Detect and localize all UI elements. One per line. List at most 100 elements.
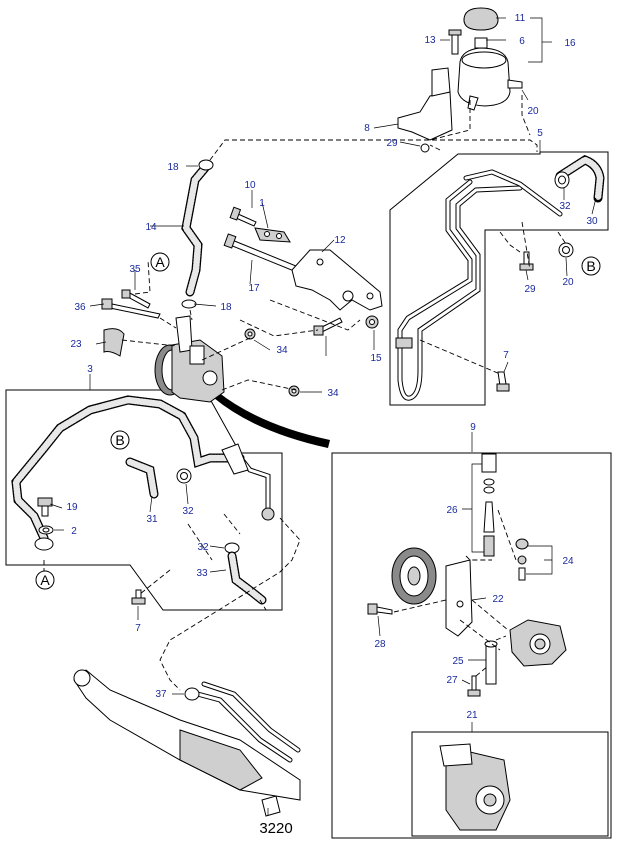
callout-1: 1 xyxy=(259,198,265,209)
callout-7-left: 7 xyxy=(135,623,141,634)
hose-clamp-18-upper xyxy=(198,159,214,171)
callout-17: 17 xyxy=(248,283,260,294)
callout-30: 30 xyxy=(586,216,598,227)
callout-22: 22 xyxy=(492,594,504,605)
hose-clamp-32-upper xyxy=(554,171,570,189)
callout-2: 2 xyxy=(71,526,77,537)
callout-15: 15 xyxy=(370,353,382,364)
bolt-36 xyxy=(101,298,161,319)
callout-20-top: 20 xyxy=(527,106,539,117)
section-marker-a-top: A xyxy=(150,252,170,272)
callout-14: 14 xyxy=(145,222,157,233)
bolt-27 xyxy=(467,675,481,697)
bolt-29-right xyxy=(519,251,534,271)
section-letter-a-top: A xyxy=(155,254,165,270)
callout-16: 16 xyxy=(564,38,576,49)
bolt-35 xyxy=(121,289,151,309)
callout-23: 23 xyxy=(70,339,82,350)
callout-20-right: 20 xyxy=(562,277,574,288)
section-letter-b-right: B xyxy=(586,258,595,274)
steering-gear-assembly xyxy=(73,669,301,817)
callout-33: 33 xyxy=(196,568,208,579)
callout-34-upper: 34 xyxy=(276,345,288,356)
nut-34-lower xyxy=(288,385,300,397)
section-letter-a-bottom: A xyxy=(40,572,50,588)
pump-assembly-group-box xyxy=(331,452,612,839)
detail-view-arrow xyxy=(214,392,330,448)
callout-24: 24 xyxy=(562,556,574,567)
bolt-7-left xyxy=(131,589,146,605)
pump-subassembly-box xyxy=(411,731,609,837)
return-tube-assembly xyxy=(395,169,563,401)
callout-12: 12 xyxy=(334,235,346,246)
hose-clamp-37 xyxy=(184,687,200,701)
mounting-bracket-12 xyxy=(291,249,383,311)
gasket-23 xyxy=(103,328,125,357)
callout-3: 3 xyxy=(87,364,93,375)
hose-clamp-20-lower xyxy=(558,242,574,258)
pressure-hose-assembly xyxy=(11,395,275,551)
callout-7-right: 7 xyxy=(503,350,509,361)
flow-control-valve-kit-26 xyxy=(481,453,497,557)
pump-assembly-21 xyxy=(439,743,511,831)
callout-10: 10 xyxy=(244,180,256,191)
reservoir-tank xyxy=(457,7,523,111)
callout-34-lower: 34 xyxy=(327,388,339,399)
callout-5: 5 xyxy=(537,128,543,139)
pump-body-detail xyxy=(509,619,567,667)
suction-hose-14 xyxy=(181,163,210,297)
bolt-7-right xyxy=(496,371,510,392)
return-line-group-box xyxy=(389,151,609,406)
hose-31 xyxy=(125,457,159,499)
callout-31: 31 xyxy=(146,514,158,525)
hose-clamp-32-lower xyxy=(224,542,240,554)
return-hose-30 xyxy=(555,154,605,203)
callout-29-right: 29 xyxy=(524,284,536,295)
callout-36: 36 xyxy=(74,302,86,313)
callout-labels: 11 13 6 16 20 8 5 29 18 10 1 32 30 14 12… xyxy=(66,13,598,721)
callout-32-middle: 32 xyxy=(182,506,194,517)
pressure-hose-group-box xyxy=(5,389,283,611)
pump-bracket-22 xyxy=(445,559,473,637)
hose-clamp-32-middle xyxy=(176,468,192,484)
callout-18-top: 18 xyxy=(167,162,179,173)
callout-19: 19 xyxy=(66,502,78,513)
reservoir-bracket xyxy=(397,67,453,153)
callout-21: 21 xyxy=(466,710,478,721)
callout-29-top: 29 xyxy=(386,138,398,149)
callout-11: 11 xyxy=(515,13,526,24)
hose-clamp-18-lower xyxy=(181,299,197,309)
spacer-bracket-1 xyxy=(254,227,291,243)
callout-8: 8 xyxy=(364,123,370,134)
routing-lines xyxy=(43,95,567,691)
suction-connector-25 xyxy=(484,640,498,685)
callout-6: 6 xyxy=(519,36,525,47)
o-ring-kit-24 xyxy=(515,538,529,581)
nut-34-upper xyxy=(244,328,256,340)
callout-25: 25 xyxy=(452,656,464,667)
callout-35: 35 xyxy=(129,264,141,275)
hose-33 xyxy=(227,551,267,605)
pump-pulley xyxy=(391,547,437,605)
bolt-13 xyxy=(448,29,462,55)
callout-26: 26 xyxy=(446,505,458,516)
callout-18-lower: 18 xyxy=(220,302,232,313)
bolt-4 xyxy=(313,317,343,336)
callout-28: 28 xyxy=(374,639,386,650)
callout-37: 37 xyxy=(155,689,167,700)
section-marker-a-bottom: A xyxy=(35,570,55,590)
callout-13: 13 xyxy=(424,35,436,46)
section-marker-b-right: B xyxy=(581,256,601,276)
washer-2 xyxy=(38,525,54,535)
bolt-19 xyxy=(37,497,53,517)
page-code: 3220 xyxy=(259,820,292,837)
bolt-28 xyxy=(367,603,393,615)
leader-lines xyxy=(49,17,597,816)
bolt-10 xyxy=(229,206,257,227)
callout-32-lower: 32 xyxy=(197,542,209,553)
callout-32-top: 32 xyxy=(559,201,571,212)
power-steering-pump xyxy=(154,315,225,403)
section-letter-b-left: B xyxy=(115,432,124,448)
callout-9: 9 xyxy=(470,422,476,433)
